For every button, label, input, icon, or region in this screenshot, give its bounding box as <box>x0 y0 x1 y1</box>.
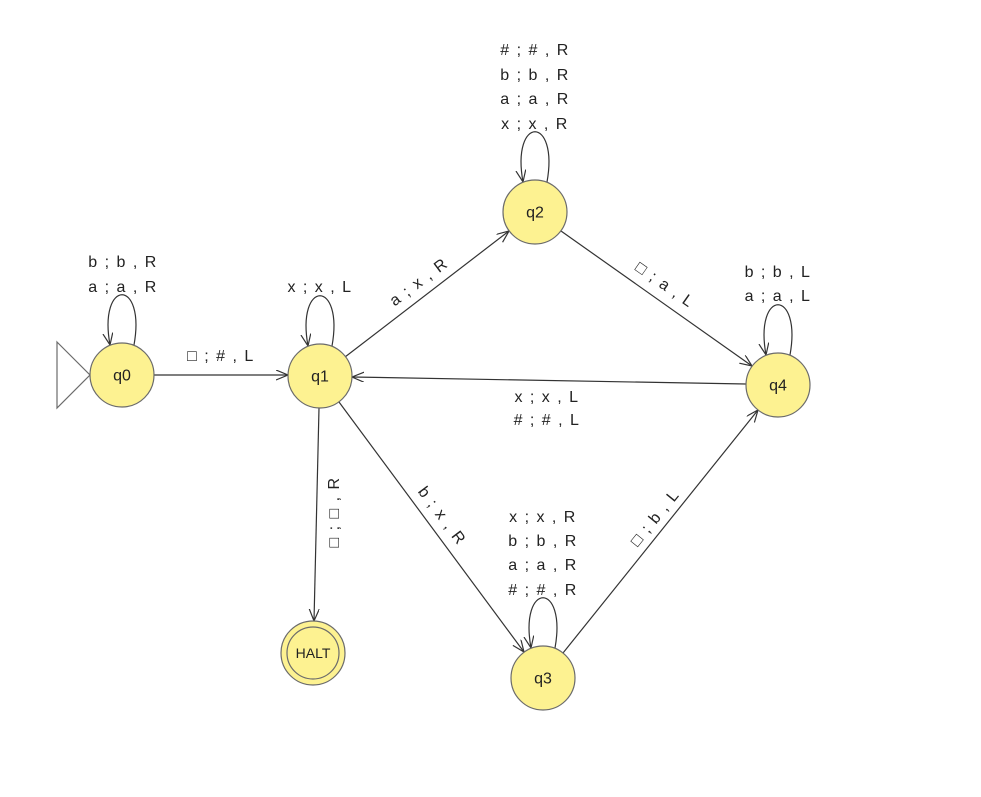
edge-arrow <box>338 401 524 652</box>
state-q0: q0 <box>89 342 155 408</box>
state-circle <box>502 179 568 245</box>
transition-q3-q4: □ ; b , L <box>562 410 758 654</box>
transition-label: b ; b , L <box>745 264 812 281</box>
loop-arrow <box>306 295 335 346</box>
state-label: q1 <box>311 369 329 386</box>
state-halt: HALT <box>280 620 346 686</box>
state-circle <box>745 352 811 418</box>
transition-label: # ; # , R <box>500 42 570 59</box>
edge-arrow <box>314 407 320 621</box>
state-q3: q3 <box>510 645 576 711</box>
loop-arrow <box>529 597 558 648</box>
transition-label: b ; x , R <box>414 484 469 549</box>
transition-q4-q4: b ; b , L a ; a , L <box>745 264 812 355</box>
transition-label: □ ; b , L <box>628 487 684 550</box>
transition-label: # ; # , R <box>508 582 578 599</box>
edge-arrow <box>562 410 758 654</box>
transition-label: □ ; # , L <box>187 348 255 365</box>
transition-q2-q2: # ; # , R b ; b , R a ; a , R x ; x , R <box>500 42 570 182</box>
initial-state-marker <box>56 340 91 410</box>
transition-q0-q1: □ ; # , L <box>154 348 288 375</box>
state-label: q3 <box>534 671 552 688</box>
transition-label: □ ; □ , R <box>326 476 343 547</box>
transition-label: a ; a , L <box>745 288 812 305</box>
transition-label: # ; # , L <box>514 412 581 429</box>
edge-arrow <box>352 377 747 385</box>
final-state-outer-ring <box>280 620 346 686</box>
transition-q1-q2: a ; x , R <box>344 231 509 358</box>
state-label: q0 <box>113 368 131 385</box>
state-label: HALT <box>296 645 331 661</box>
state-q4: q4 <box>745 352 811 418</box>
transition-label: a ; a , R <box>500 91 570 108</box>
transition-label: x ; x , L <box>514 389 579 406</box>
state-circle <box>287 343 353 409</box>
state-circle <box>510 645 576 711</box>
transition-label: b ; b , R <box>88 254 158 271</box>
loop-arrow <box>108 294 137 345</box>
final-state-inner-ring <box>286 626 340 680</box>
state-label: q2 <box>526 205 544 222</box>
edge-arrow <box>560 230 752 366</box>
state-circle <box>89 342 155 408</box>
transition-label: b ; b , R <box>500 67 570 84</box>
transition-q3-q3: x ; x , R b ; b , R a ; a , R # ; # , R <box>508 509 578 648</box>
transition-label: x ; x , L <box>287 279 352 296</box>
transition-label: a ; a , R <box>88 279 158 296</box>
state-label: q4 <box>769 378 787 395</box>
state-q2: q2 <box>502 179 568 245</box>
transition-q1-q3: b ; x , R <box>338 401 524 652</box>
transition-label: x ; x , R <box>501 116 569 133</box>
transition-q1-q1: x ; x , L <box>287 279 352 346</box>
transition-q2-q4: □ ; a , L <box>560 230 752 366</box>
transition-label: x ; x , R <box>509 509 577 526</box>
loop-arrow <box>764 304 793 355</box>
loop-arrow <box>521 131 550 182</box>
state-q1: q1 <box>287 343 353 409</box>
transition-label: a ; a , R <box>508 557 578 574</box>
edge-arrow <box>344 231 509 358</box>
transition-q0-q0: b ; b , R a ; a , R <box>88 254 158 345</box>
transition-label: b ; b , R <box>508 533 578 550</box>
transition-q1-halt: □ ; □ , R <box>314 407 343 621</box>
transition-q4-q1: x ; x , L # ; # , L <box>352 377 747 429</box>
